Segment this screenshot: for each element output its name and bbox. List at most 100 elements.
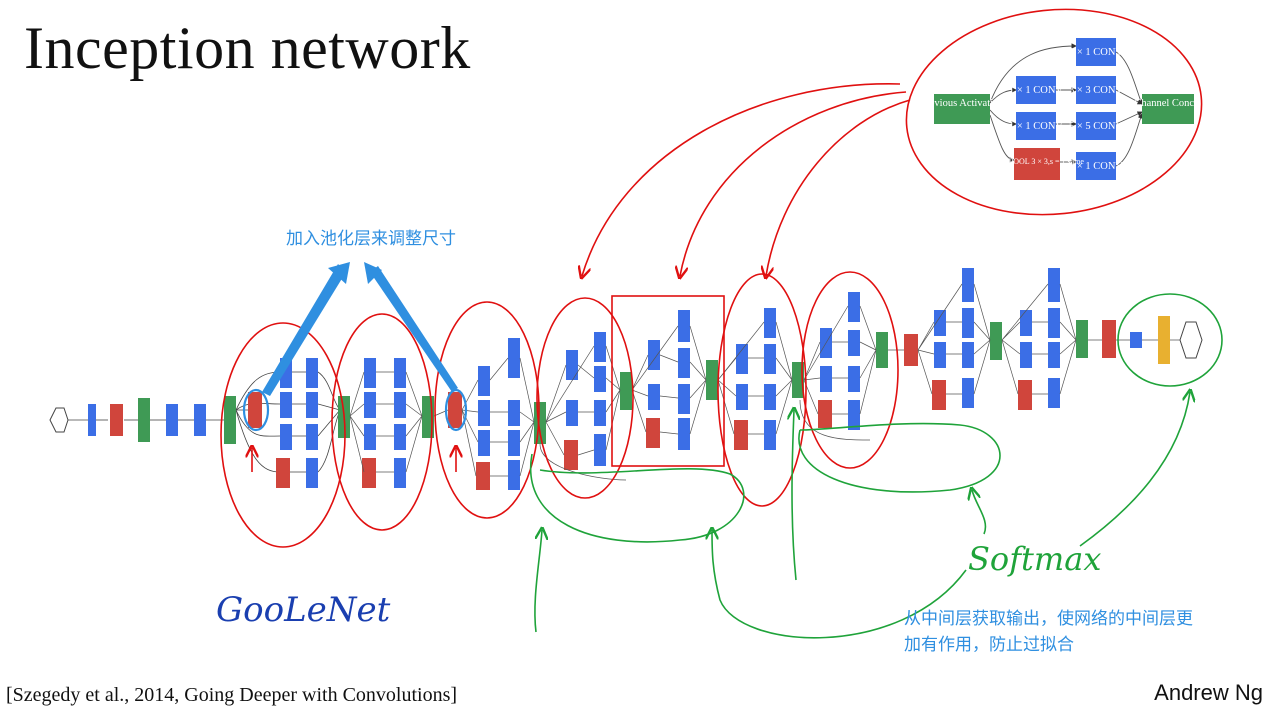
conv-block [478,430,490,456]
module-circle [331,313,433,531]
network-blocks [49,268,1203,490]
lrn-block [224,396,236,444]
module-circle [434,301,540,519]
inset-circle [905,8,1203,216]
conv-block [594,400,606,426]
conv-block [364,392,376,418]
conv-block [962,268,974,302]
conv-block [678,348,690,378]
conv-block [764,344,776,374]
maxpool-label: MAXPOOL 3 × 3,s = 1 same [990,157,1084,166]
conv-block [962,308,974,338]
pooling-note: 加入池化层来调整尺寸 [286,229,456,249]
blue-annotations [242,262,468,432]
conv-block [1048,342,1060,368]
concat-block [990,322,1002,360]
conv-block [1048,308,1060,338]
conv-block [848,292,860,322]
conv-block [594,366,606,392]
channel-concat-block [1142,94,1194,124]
maxpool-block [904,334,918,366]
conv-block [478,366,490,396]
module-circle [801,271,899,469]
conv1x1-c-block [1076,152,1116,180]
conv-block [1020,342,1032,368]
maxpool-block [734,420,748,450]
conv-block [934,310,946,336]
conv1x1-a-block [1016,76,1056,104]
conv1-b-label: 1 × 1 CONV [1009,121,1063,132]
side-branch-circle [529,453,745,543]
concat-block [1076,320,1088,358]
author: Andrew Ng [1154,680,1263,705]
conv-block [306,392,318,418]
slide-title: Inception network [24,15,471,81]
channel-concat-label: Channel Concat [1134,98,1201,109]
conv-block [194,404,206,436]
conv-block [364,424,376,450]
conv1-c-label: 1 × 1 CONV [1069,161,1123,172]
conv-block [394,458,406,488]
conv-block [848,330,860,356]
conv-block [678,310,690,342]
conv-block [394,392,406,418]
conv1-top-label: 1 × 1 CONV [1069,47,1123,58]
conv-block [508,338,520,378]
blue-pointer-arrow [370,266,458,392]
conv-block [848,400,860,430]
conv-block [736,344,748,374]
conv-block [678,418,690,450]
conv-block [648,384,660,410]
network-backbone [68,371,341,473]
inset-labels: Previous Activation Channel Concat 1 × 1… [920,47,1201,172]
conv1x1-top-block [1076,38,1116,66]
conv-block [566,400,578,426]
pool-highlight-circle [242,388,270,432]
conv-block [820,366,832,392]
module-circle [536,297,634,499]
conv-block [394,358,406,388]
conv-block [394,424,406,450]
blue-pointer-arrow [262,264,346,396]
pool-highlight-circle [444,388,468,432]
lrn-block [138,398,150,442]
handwritten-softmax: Softmax [968,540,1102,578]
input-node [49,407,69,433]
side-branch-circle [798,422,1001,493]
conv-block [508,430,520,456]
conv-block [962,378,974,408]
conv-block [848,366,860,392]
conv-block [764,308,776,338]
maxpool-block [646,418,660,448]
conv-block [280,424,292,450]
softmax-circle [1117,293,1223,387]
conv3x3-block [1076,76,1116,104]
maxpool-block [1014,148,1060,180]
concat-block [792,362,804,398]
conv5x5-block [1076,112,1116,140]
maxpool-block [1018,380,1032,410]
network-edges [349,283,1180,477]
maxpool-block [448,392,462,428]
conv-block [306,358,318,388]
conv-block [594,434,606,466]
conv-block [764,420,776,450]
conv-block [508,400,520,426]
conv-block [306,458,318,488]
output-node [1179,321,1203,359]
side-branch-note: 从中间层获取输出，使网络的中间层更 加有作用，防止过拟合 [904,606,1274,658]
conv1-a-label: 1 × 1 CONV [1009,85,1063,96]
maxpool-block [248,392,262,428]
previous-activation-label: Previous Activation [920,98,1004,109]
concat-block [706,360,718,400]
side-branch-note-line2: 加有作用，防止过拟合 [904,635,1074,655]
inception-module-inset [989,43,1143,167]
conv-block [88,404,96,436]
maxpool-block [932,380,946,410]
conv-block [508,460,520,490]
conv-block [678,384,690,414]
softmax-block [1158,316,1170,364]
conv-block [166,404,178,436]
conv-block [962,342,974,368]
